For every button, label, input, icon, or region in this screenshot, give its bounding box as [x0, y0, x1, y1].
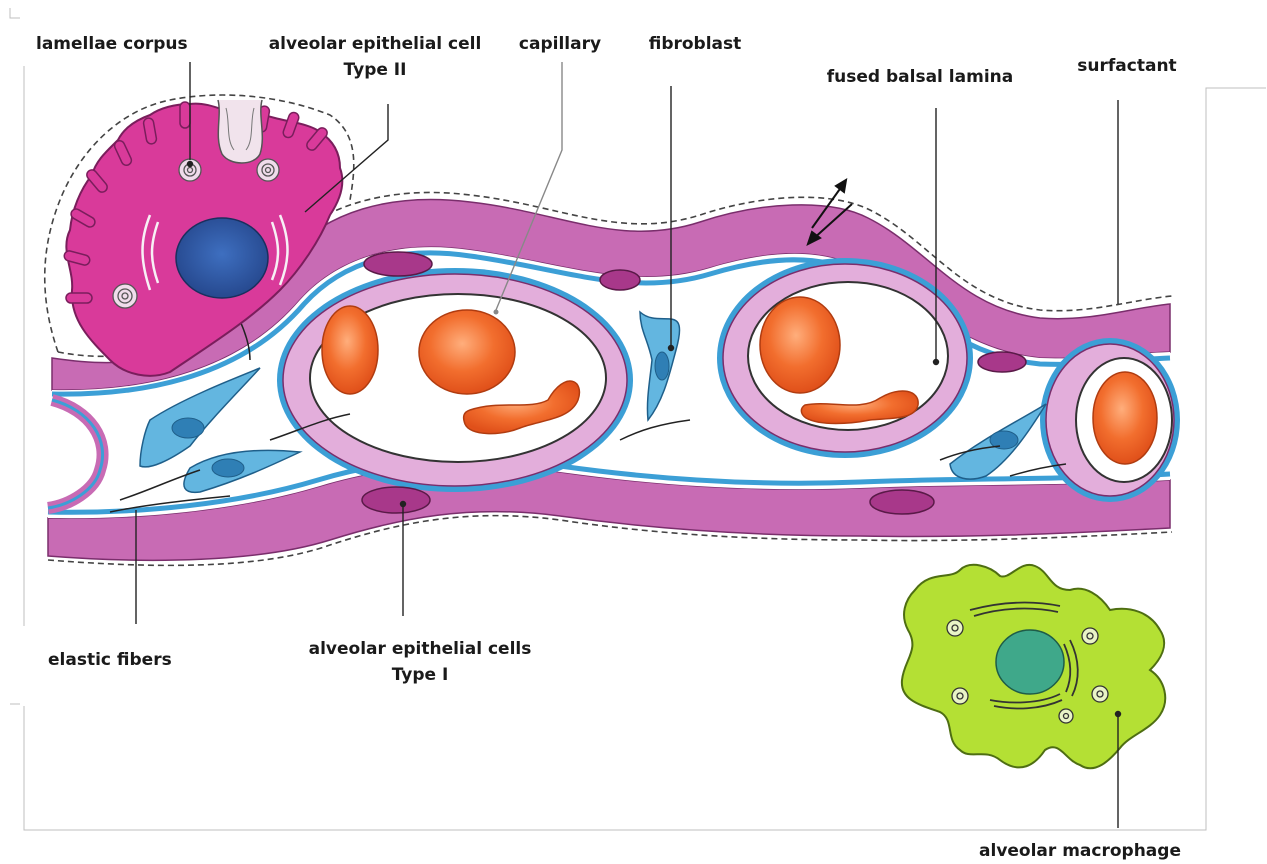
erythrocyte — [760, 297, 840, 393]
label-alveolar-macrophage: alveolar macrophage — [960, 838, 1200, 864]
label-capillary: capillary — [500, 31, 620, 57]
type1-nucleus — [978, 352, 1026, 372]
label-type2-cell: alveolar epithelial cell Type II — [250, 31, 500, 83]
endothelial-nucleus — [364, 252, 432, 276]
alveolar-macrophage-cell — [902, 565, 1165, 768]
label-type2-line1: alveolar epithelial cell — [250, 31, 500, 57]
label-type1-line1: alveolar epithelial cells — [290, 636, 550, 662]
label-type1-line2: Type I — [290, 662, 550, 688]
label-type1-cells: alveolar epithelial cells Type I — [290, 636, 550, 688]
erythrocyte — [322, 306, 378, 394]
exocytosis-vesicle — [218, 100, 262, 163]
capillary-right — [717, 258, 973, 458]
type1-nucleus — [870, 490, 934, 514]
type1-nucleus — [362, 487, 430, 513]
label-elastic-fibers: elastic fibers — [48, 647, 188, 673]
type1-nucleus — [600, 270, 640, 290]
type2-nucleus — [176, 218, 268, 298]
erythrocyte — [419, 310, 515, 394]
label-lamellae-corpus: lamellae corpus — [36, 31, 196, 57]
label-type2-line2: Type II — [250, 57, 500, 83]
label-fused-basal-lamina: fused balsal lamina — [800, 64, 1040, 90]
label-surfactant: surfactant — [1062, 53, 1192, 79]
label-fibroblast: fibroblast — [620, 31, 770, 57]
macrophage-nucleus — [996, 630, 1064, 694]
erythrocyte — [1093, 372, 1157, 464]
